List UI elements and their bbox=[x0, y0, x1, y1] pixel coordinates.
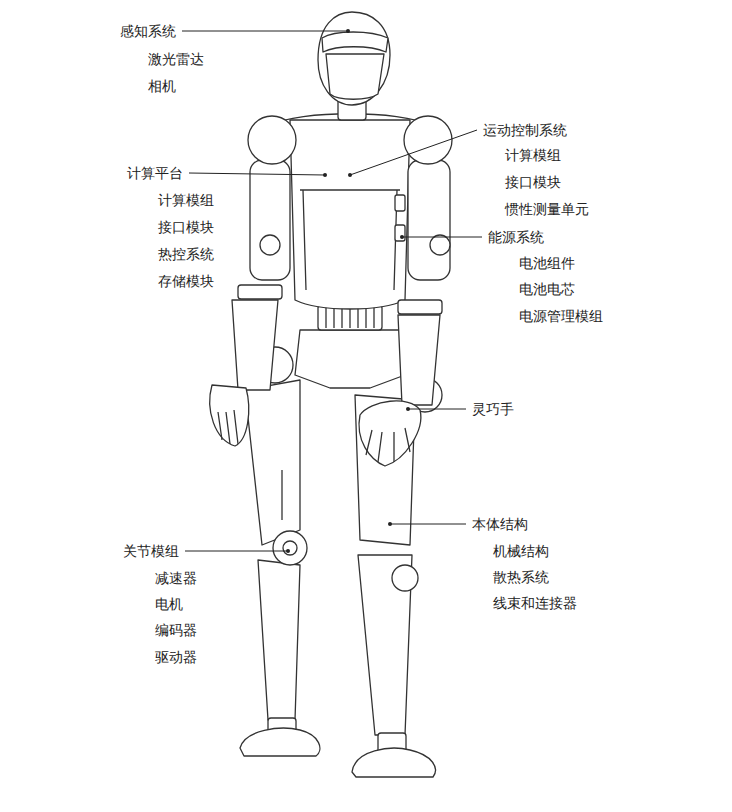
callout-label: 接口模块 bbox=[505, 173, 561, 191]
callout-label: 能源系统 bbox=[488, 228, 544, 246]
side-port-1 bbox=[395, 195, 405, 211]
callout-label: 电池电芯 bbox=[519, 280, 575, 298]
callout-label: 关节模组 bbox=[123, 542, 179, 560]
right-shoe bbox=[352, 748, 435, 777]
head bbox=[318, 12, 390, 105]
callout-label: 减速器 bbox=[155, 569, 197, 587]
callout-label: 驱动器 bbox=[155, 648, 197, 666]
callout-label: 惯性测量单元 bbox=[505, 200, 589, 218]
left-fingers bbox=[218, 410, 238, 444]
callout-label: 激光雷达 bbox=[148, 50, 204, 68]
right-hand bbox=[359, 401, 421, 466]
waist-ribs bbox=[326, 307, 374, 328]
leader-dot bbox=[346, 29, 350, 33]
pelvis bbox=[295, 330, 405, 388]
callout-label: 本体结构 bbox=[472, 515, 528, 533]
side-port-2 bbox=[395, 225, 405, 241]
leader-dot bbox=[348, 173, 352, 177]
leader-line bbox=[390, 524, 466, 525]
left-hand bbox=[210, 385, 249, 446]
leader-dot bbox=[286, 549, 290, 553]
leader-dot bbox=[388, 522, 392, 526]
chest-panel bbox=[300, 190, 400, 290]
callout-label: 相机 bbox=[148, 77, 176, 95]
visor bbox=[322, 32, 388, 52]
right-fingers bbox=[366, 428, 410, 462]
left-shin-line bbox=[281, 470, 282, 520]
callout-label: 机械结构 bbox=[493, 542, 549, 560]
leader-line bbox=[350, 130, 477, 175]
left-shoe bbox=[240, 728, 320, 756]
leader-dot bbox=[406, 407, 410, 411]
face-plate bbox=[326, 54, 384, 99]
callout-label: 计算平台 bbox=[127, 164, 183, 182]
right-wrist-band bbox=[398, 300, 442, 314]
callout-label: 电池组件 bbox=[519, 254, 575, 272]
left-shoulder bbox=[248, 116, 296, 164]
left-shin bbox=[258, 560, 300, 720]
leader-line bbox=[408, 409, 466, 410]
leader-line bbox=[185, 551, 288, 552]
callout-label: 散热系统 bbox=[493, 568, 549, 586]
callout-label: 存储模块 bbox=[158, 272, 214, 290]
right-knee-joint bbox=[392, 565, 418, 591]
leader-dot bbox=[323, 173, 327, 177]
left-knee-joint bbox=[273, 531, 307, 565]
left-thigh bbox=[245, 380, 300, 545]
left-wrist-band bbox=[238, 285, 282, 299]
right-shoulder bbox=[404, 116, 452, 164]
callout-label: 灵巧手 bbox=[472, 400, 514, 418]
left-knee-hub bbox=[283, 541, 297, 555]
leader-dot bbox=[400, 235, 404, 239]
left-forearm bbox=[232, 300, 278, 390]
leader-line bbox=[182, 31, 348, 32]
callout-label: 感知系统 bbox=[120, 22, 176, 40]
right-forearm bbox=[398, 315, 440, 405]
callout-label: 计算模组 bbox=[158, 191, 214, 209]
left-elbow bbox=[260, 235, 280, 255]
callout-label: 编码器 bbox=[155, 621, 197, 639]
callout-label: 接口模块 bbox=[158, 218, 214, 236]
right-elbow bbox=[430, 235, 450, 255]
callout-label: 电机 bbox=[155, 595, 183, 613]
leader-line bbox=[402, 237, 482, 238]
left-upper-arm bbox=[250, 160, 290, 280]
callout-label: 线束和连接器 bbox=[493, 594, 577, 612]
callout-label: 运动控制系统 bbox=[483, 121, 567, 139]
right-upper-arm bbox=[408, 160, 450, 280]
torso bbox=[290, 120, 410, 309]
leader-line bbox=[189, 173, 325, 175]
callout-label: 计算模组 bbox=[505, 146, 561, 164]
callout-label: 电源管理模组 bbox=[519, 307, 603, 325]
callout-label: 热控系统 bbox=[158, 245, 214, 263]
